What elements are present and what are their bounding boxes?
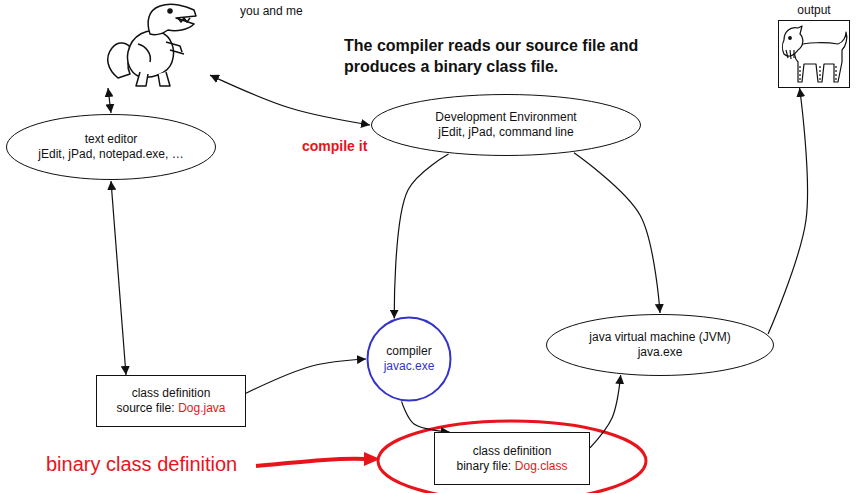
connector-arrow xyxy=(246,359,366,393)
highlight-ellipse xyxy=(378,421,646,493)
dog-fur xyxy=(800,66,836,80)
node-title: Development Environment xyxy=(435,110,576,124)
callout-arrow xyxy=(256,459,366,466)
text-line: java.exe xyxy=(638,345,683,360)
dinosaur-arms xyxy=(166,42,184,54)
connector-arrow xyxy=(574,153,660,313)
dinosaur-leg xyxy=(158,72,170,86)
node-content: compilerjavac.exe xyxy=(384,344,435,374)
text-line: you and me xyxy=(240,4,303,19)
dinosaur-body xyxy=(127,31,173,77)
connector-arrow xyxy=(210,75,370,125)
environment-ellipse: Development EnvironmentjEdit, jPad, comm… xyxy=(370,93,642,157)
dinosaur-figure xyxy=(108,4,196,86)
node-title: class definition xyxy=(473,444,552,458)
node-detail: jEdit, jPad, command line xyxy=(438,125,573,139)
editor-ellipse: text editorjEdit, jPad, notepad.exe, … xyxy=(5,113,217,181)
node-detail: binary file: xyxy=(457,459,512,473)
node-content: class definitionbinary file:Dog.class xyxy=(457,444,568,474)
circle-shape xyxy=(368,318,451,401)
node-detail: java.exe xyxy=(638,345,683,359)
text-line: binary file:Dog.class xyxy=(457,459,568,474)
connector-arrow xyxy=(394,154,448,319)
dinosaur-teeth xyxy=(178,18,190,22)
connector-arrow xyxy=(768,88,807,334)
node-content: Development EnvironmentjEdit, jPad, comm… xyxy=(435,110,576,140)
node-detail: Dog.java xyxy=(178,401,225,415)
node-title: output xyxy=(797,3,830,17)
node-detail: Dog.class xyxy=(515,459,568,473)
node-detail: javac.exe xyxy=(384,359,435,373)
node-title: java virtual machine (JVM) xyxy=(589,330,730,344)
output-frame: output xyxy=(778,20,850,88)
node-detail: jEdit, jPad, notepad.exe, … xyxy=(38,147,183,161)
text-line: jEdit, jPad, command line xyxy=(438,125,573,140)
text-line: source file:Dog.java xyxy=(117,401,226,416)
connector-arrow xyxy=(108,88,111,113)
dinosaur-leg xyxy=(136,72,148,86)
text-line: class definition xyxy=(473,444,552,459)
connector-arrow xyxy=(111,181,126,375)
node-content: class definitionsource file:Dog.java xyxy=(117,386,226,416)
dinosaur-eye xyxy=(168,9,172,13)
connector-arrow xyxy=(590,375,621,448)
text-line: compiler xyxy=(386,344,431,359)
dog-head xyxy=(783,26,803,56)
ellipse-shape xyxy=(547,315,774,376)
callout-arrowhead xyxy=(364,452,380,466)
dog-eye xyxy=(789,37,792,40)
text-line: output xyxy=(797,3,830,18)
node-detail: source file: xyxy=(117,401,175,415)
node-title: compiler xyxy=(386,344,431,358)
compiler-circle: compilerjavac.exe xyxy=(366,316,452,402)
node-content: java virtual machine (JVM)java.exe xyxy=(589,330,730,360)
node-title: you and me xyxy=(240,4,303,18)
dog-figure xyxy=(783,26,847,82)
dinosaur-head xyxy=(148,4,196,34)
text-line: jEdit, jPad, notepad.exe, … xyxy=(38,147,183,162)
text-line: Development Environment xyxy=(435,110,576,125)
text-line: text editor xyxy=(85,132,138,147)
node-title: text editor xyxy=(85,132,138,146)
ellipse-shape xyxy=(372,95,641,156)
dinosaur-belly xyxy=(138,44,150,62)
person-figure: you and me xyxy=(98,2,298,88)
edge-label: compile it xyxy=(300,138,369,154)
node-content: you and me xyxy=(240,4,303,19)
diagram-title: The compiler reads our source file and p… xyxy=(344,36,644,78)
source-file-box: class definitionsource file:Dog.java xyxy=(96,375,246,427)
connector-arrow xyxy=(402,401,450,432)
callout-label: binary class definition xyxy=(46,453,237,476)
node-content: text editorjEdit, jPad, notepad.exe, … xyxy=(38,132,183,162)
node-title: class definition xyxy=(132,386,211,400)
text-line: javac.exe xyxy=(384,359,435,374)
jvm-ellipse: java virtual machine (JVM)java.exe xyxy=(545,313,775,377)
dog-beard xyxy=(786,50,794,59)
ellipse-shape xyxy=(7,115,216,180)
node-content: output xyxy=(797,3,830,18)
text-line: class definition xyxy=(132,386,211,401)
class-file-box: class definitionbinary file:Dog.class xyxy=(434,432,590,485)
text-line: java virtual machine (JVM) xyxy=(589,330,730,345)
